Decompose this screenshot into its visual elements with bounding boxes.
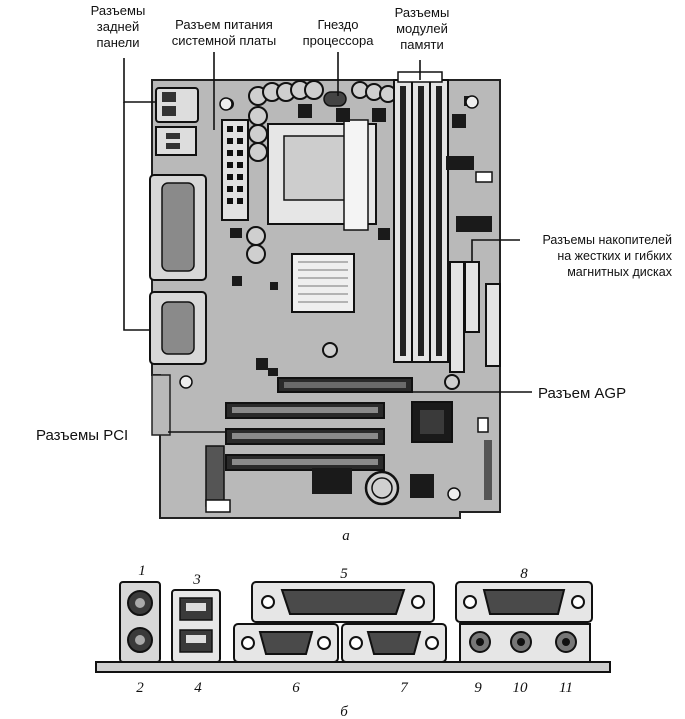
- pci-slots: [225, 402, 385, 471]
- north-bridge-grid: [298, 261, 348, 303]
- cmos-battery-inner: [371, 477, 393, 499]
- chip-bios: [456, 216, 492, 232]
- audio-jack-1-hole: [476, 638, 484, 646]
- port-number-11: 11: [559, 680, 573, 696]
- label-rear-panel: Разъемы задней панели: [91, 3, 146, 50]
- parallel-screw-right: [411, 595, 425, 609]
- regulator-3: [372, 108, 386, 122]
- usb-port-bottom-tongue: [186, 635, 206, 643]
- game-port-screw-right: [571, 595, 585, 609]
- parallel-port-body: [161, 182, 195, 272]
- serial-1-screw-left: [241, 636, 255, 650]
- svg-text:панели: панели: [96, 35, 139, 50]
- svg-text:Разъемы накопителей: Разъемы накопителей: [542, 233, 672, 247]
- regulator-2: [336, 108, 350, 122]
- label-drives: Разъемы накопителей на жестких и гибких …: [542, 233, 672, 279]
- cmos-battery: [364, 470, 400, 506]
- port-number-6: 6: [292, 680, 300, 696]
- port-number-2: 2: [136, 680, 144, 696]
- svg-text:Гнездо: Гнездо: [318, 17, 359, 32]
- label-mb-power: Разъем питания системной платы: [172, 17, 276, 48]
- game-port-socket: [482, 589, 566, 615]
- rear-panel: [95, 581, 611, 673]
- caption-a: а: [342, 528, 350, 544]
- jumper: [205, 499, 231, 513]
- port-number-9: 9: [474, 680, 482, 696]
- svg-text:процессора: процессора: [303, 33, 375, 48]
- rear-panel-base: [95, 661, 611, 673]
- small-components: [230, 228, 390, 376]
- usb-port-top-tongue: [186, 603, 206, 611]
- serial-1-screw-right: [317, 636, 331, 650]
- port-number-5: 5: [340, 566, 348, 582]
- power-connector-pins: [227, 126, 243, 204]
- chip-io: [312, 468, 352, 494]
- port-number-1: 1: [138, 563, 146, 579]
- south-bridge-core: [420, 410, 444, 434]
- serial-2-socket: [366, 631, 422, 655]
- svg-text:Разъем питания: Разъем питания: [175, 17, 273, 32]
- ps2-port-bottom: [162, 106, 176, 116]
- usb-ports: [155, 126, 197, 156]
- label-pci: Разъемы PCI: [36, 427, 128, 444]
- port-number-8: 8: [520, 566, 528, 582]
- mount-hole-2: [447, 487, 461, 501]
- audio-jack-2-hole: [517, 638, 525, 646]
- cpu-socket-lever: [343, 119, 369, 231]
- port-number-3: 3: [192, 572, 201, 588]
- label-cpu-socket: Гнездо процессора: [303, 17, 375, 48]
- leader-lines: [123, 52, 532, 433]
- svg-text:системной платы: системной платы: [172, 33, 276, 48]
- capacitors: [222, 80, 460, 390]
- svg-text:на жестких и гибких: на жестких и гибких: [557, 249, 672, 263]
- parallel-screw-left: [261, 595, 275, 609]
- label-memory: Разъемы модулей памяти: [395, 5, 450, 52]
- port-numbers: 1 3 5 8 2 4 6 7 9 10 11: [136, 563, 573, 696]
- mount-hole-1: [179, 375, 193, 389]
- svg-text:Разъемы: Разъемы: [395, 5, 450, 20]
- audio-jack-3-hole: [562, 638, 570, 646]
- regulator-1: [298, 104, 312, 118]
- serial-2-screw-right: [425, 636, 439, 650]
- chip-small-1: [452, 114, 466, 128]
- cpu-socket-center: [283, 135, 355, 201]
- chip-super-io: [410, 474, 434, 498]
- motherboard: [149, 71, 501, 519]
- svg-text:модулей: модулей: [396, 21, 448, 36]
- mount-hole-4: [219, 97, 233, 111]
- svg-text:магнитных дисках: магнитных дисках: [567, 265, 673, 279]
- serial-2-screw-left: [349, 636, 363, 650]
- chip-small-2: [446, 156, 474, 170]
- drive-connectors: [449, 261, 501, 373]
- port-number-7: 7: [400, 680, 409, 696]
- mount-hole-3: [465, 95, 479, 109]
- agp-slot-inner: [284, 382, 406, 388]
- ps2-port-top: [162, 92, 176, 102]
- memory-slots: [393, 71, 449, 363]
- chip-small-3: [475, 171, 493, 183]
- connector-small: [477, 417, 489, 433]
- front-panel-header: [205, 445, 225, 507]
- svg-text:памяти: памяти: [400, 37, 443, 52]
- header-right: [484, 440, 492, 500]
- svg-text:Разъемы: Разъемы: [91, 3, 146, 18]
- port-number-4: 4: [194, 680, 202, 696]
- ps2-mouse-port-center: [135, 598, 145, 608]
- north-bridge: [291, 253, 355, 313]
- caption-b: б: [340, 704, 348, 719]
- ps2-keyboard-port-center: [135, 635, 145, 645]
- svg-text:задней: задней: [97, 19, 139, 34]
- game-port-screw-left: [463, 595, 477, 609]
- port-number-10: 10: [513, 680, 529, 696]
- parallel-port-socket: [280, 589, 406, 615]
- serial-1-socket: [258, 631, 314, 655]
- usb-port-1: [166, 133, 180, 139]
- usb-port-2: [166, 143, 180, 149]
- label-agp: Разъем AGP: [538, 385, 626, 402]
- power-connector: [221, 119, 249, 221]
- board-edge: [151, 374, 171, 436]
- coil: [323, 91, 347, 107]
- serial-port-body: [161, 301, 195, 355]
